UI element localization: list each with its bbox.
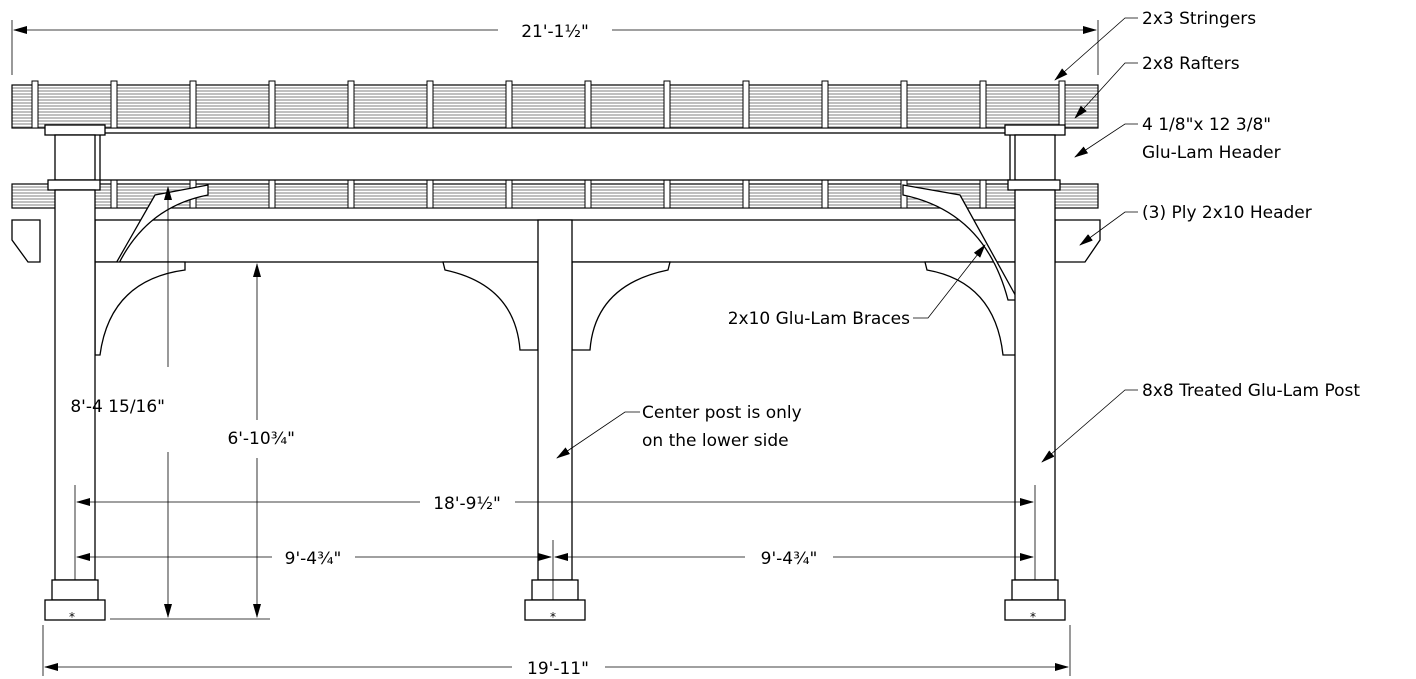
ply-header-beam (94, 219, 1056, 263)
dim-rafter-height: 8'-4 15/16" (70, 397, 165, 417)
dim-header-clearance: 6'-10¾" (227, 429, 295, 449)
ply-header-left-end (11, 219, 41, 263)
callout-stringers: 2x3 Stringers (1142, 9, 1256, 29)
glulam-header (99, 132, 1011, 181)
rafter-band-upper (11, 80, 1099, 129)
callout-center-post: Center post is only (642, 403, 802, 423)
brace-left-lower (94, 261, 186, 356)
brace-center-right (571, 261, 671, 351)
dimensions: 21'-1½" 19'-11" 18'-9½" 9'-4¾" 9'-4¾" 8'… (11, 20, 1099, 679)
callout-braces: 2x10 Glu-Lam Braces (728, 309, 910, 329)
callout-post: 8x8 Treated Glu-Lam Post (1142, 381, 1360, 401)
svg-text:*: * (1030, 610, 1036, 624)
callouts: 2x3 Stringers 2x8 Rafters 4 1/8"x 12 3/8… (556, 9, 1360, 463)
brace-right-upper (902, 184, 1020, 301)
callout-rafters: 2x8 Rafters (1142, 54, 1240, 74)
callout-center-post-line2: on the lower side (642, 431, 789, 451)
callout-ply-header: (3) Ply 2x10 Header (1142, 203, 1312, 223)
dim-half-span-left: 9'-4¾" (285, 549, 342, 569)
callout-glulam-header: 4 1/8"x 12 3/8" (1142, 115, 1271, 135)
dim-overall-width: 21'-1½" (521, 22, 589, 42)
brace-center-left (442, 261, 539, 351)
dim-base-width: 19'-11" (527, 659, 589, 679)
glulam-braces (94, 184, 1020, 356)
svg-text:*: * (550, 610, 556, 624)
post-center: * (524, 219, 586, 624)
dim-half-span-right: 9'-4¾" (761, 549, 818, 569)
brace-right-lower (924, 261, 1019, 356)
roof-assembly (11, 80, 1101, 263)
dim-post-span: 18'-9½" (433, 494, 501, 514)
post-left: * (44, 124, 106, 624)
posts: * * * (44, 124, 1066, 624)
svg-text:*: * (69, 610, 75, 624)
ply-header-right-end (1054, 219, 1101, 263)
callout-glulam-header-line2: Glu-Lam Header (1142, 143, 1281, 163)
